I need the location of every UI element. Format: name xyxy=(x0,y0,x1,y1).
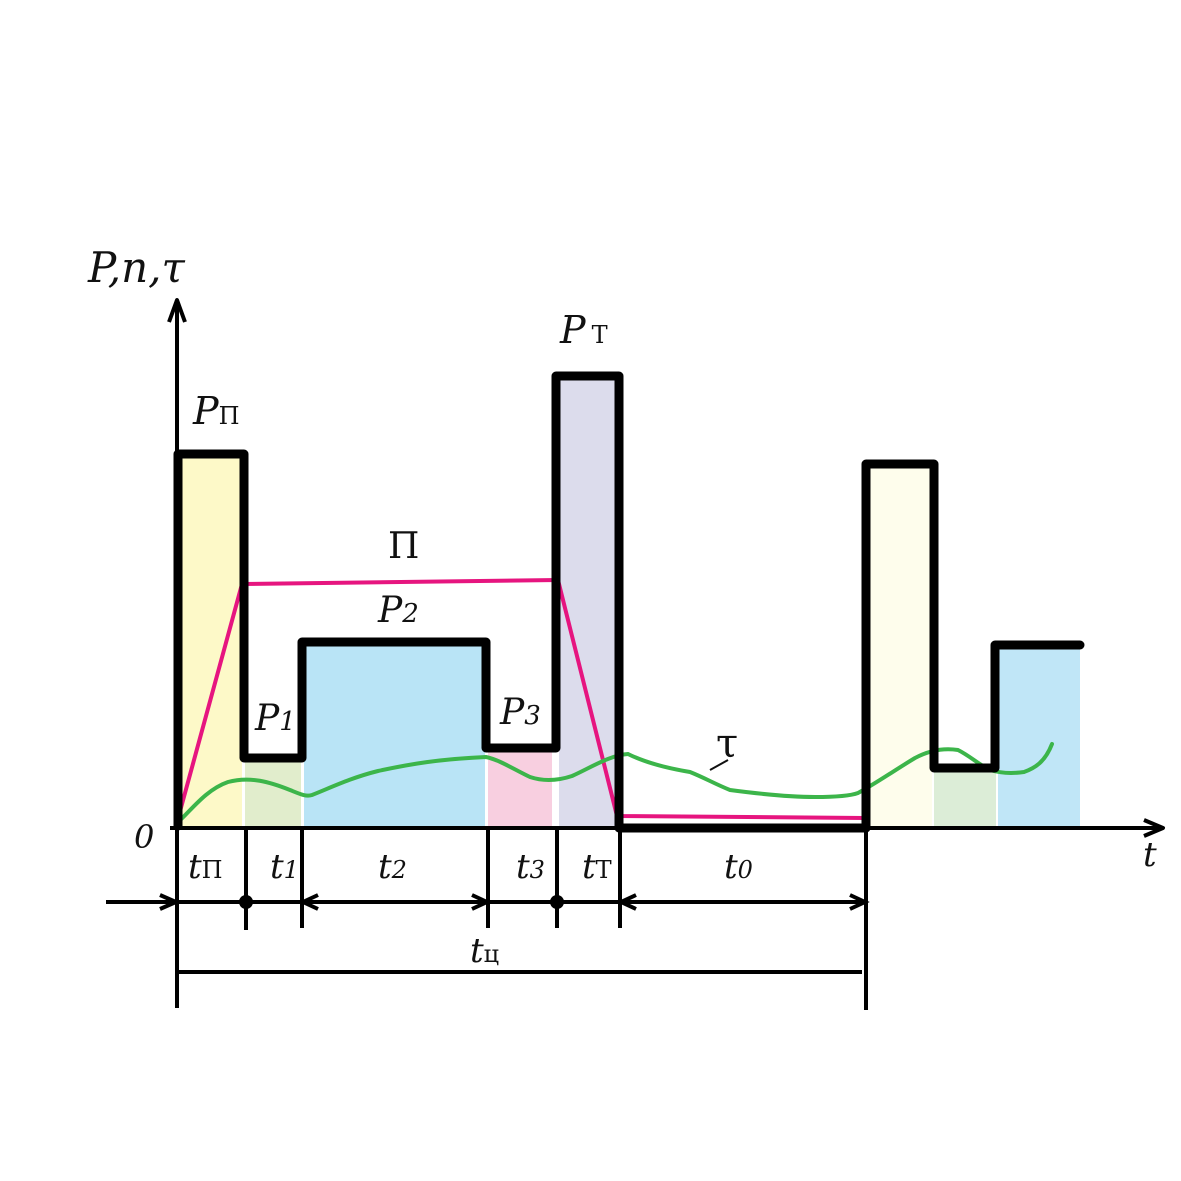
arrow-t0-right xyxy=(849,893,870,911)
axes xyxy=(167,298,1165,1008)
fill-start-repeat-segment xyxy=(868,465,932,827)
label-t3: t3 xyxy=(516,847,545,887)
arrow-t2-left xyxy=(298,893,319,911)
label-t0: t0 xyxy=(724,847,753,887)
label-t-cycle: tц xyxy=(470,931,499,971)
temperature-label-leader xyxy=(709,759,729,771)
label-t-start: tП xyxy=(188,847,223,887)
label-p1: P1 xyxy=(254,698,296,739)
label-p3: P3 xyxy=(499,692,541,733)
fill-brake-segment xyxy=(559,378,617,827)
y-axis-label: P,n,τ xyxy=(87,243,186,292)
interval-markers xyxy=(106,828,870,1010)
power-load-profile xyxy=(173,371,871,833)
y-axis-arrow xyxy=(167,298,187,323)
x-axis-arrow xyxy=(1143,818,1165,838)
segment-fills xyxy=(178,378,1080,827)
temperature-curve xyxy=(174,742,1054,826)
label-t1: t1 xyxy=(270,847,299,887)
dot-t1-start xyxy=(239,895,253,909)
x-axis-label: t xyxy=(1143,835,1157,875)
label-p-start: PП xyxy=(192,389,240,433)
arrow-into-start xyxy=(159,893,181,911)
arrow-t0-left xyxy=(616,893,637,911)
arrow-t2-right xyxy=(471,893,492,911)
label-speed-curve: П xyxy=(388,526,419,567)
fill-p1-repeat-segment xyxy=(934,768,996,827)
dot-brake-start xyxy=(550,895,564,909)
fill-p2-repeat-segment xyxy=(998,646,1080,827)
label-p2: P2 xyxy=(377,590,419,631)
label-t2: t2 xyxy=(378,847,407,887)
label-t-brake: tТ xyxy=(582,847,612,887)
origin-label: 0 xyxy=(134,818,154,856)
label-temperature-curve: τ xyxy=(716,721,738,767)
power-load-profile-repeat xyxy=(861,459,1085,833)
fill-start-segment xyxy=(178,455,242,827)
fill-p2-segment xyxy=(304,643,485,827)
